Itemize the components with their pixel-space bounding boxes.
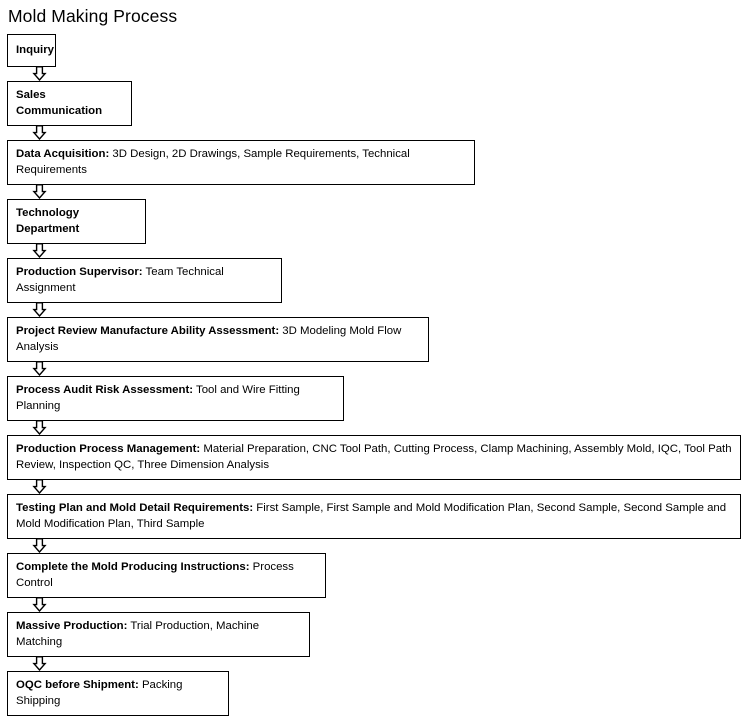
process-step-detail: 3D Modeling Mold Flow Analysis bbox=[16, 325, 402, 353]
process-step-box[interactable]: Process Audit Risk Assessment: Tool and … bbox=[7, 376, 344, 421]
process-step-detail: Material Preparation, CNC Tool Path, Cut… bbox=[16, 443, 732, 471]
process-step-text: Production Supervisor: Team Technical As… bbox=[16, 265, 274, 296]
down-block-arrow-icon bbox=[32, 420, 47, 436]
process-step-box[interactable]: Testing Plan and Mold Detail Requirement… bbox=[7, 494, 741, 539]
process-step-box[interactable]: Project Review Manufacture Ability Asses… bbox=[7, 317, 429, 362]
process-step-detail: Tool and Wire Fitting Planning bbox=[16, 384, 300, 412]
flow-connector bbox=[7, 479, 747, 495]
process-step-box[interactable]: OQC before Shipment: Packing Shipping bbox=[7, 671, 229, 716]
process-step-title: Production Supervisor: bbox=[16, 266, 143, 278]
process-step-row: Complete the Mold Producing Instructions… bbox=[7, 553, 747, 598]
flow-connector bbox=[7, 66, 747, 82]
process-step-text: OQC before Shipment: Packing Shipping bbox=[16, 678, 221, 709]
process-step-row: Testing Plan and Mold Detail Requirement… bbox=[7, 494, 747, 539]
process-step-row: Production Supervisor: Team Technical As… bbox=[7, 258, 747, 303]
process-step-row: Massive Production: Trial Production, Ma… bbox=[7, 612, 747, 657]
process-step-box[interactable]: Technology Department bbox=[7, 199, 146, 244]
process-step-title: Complete the Mold Producing Instructions… bbox=[16, 561, 250, 573]
process-step-row: Production Process Management: Material … bbox=[7, 435, 747, 480]
process-step-title: Project Review Manufacture Ability Asses… bbox=[16, 325, 280, 337]
process-step-title: OQC before Shipment: bbox=[16, 679, 139, 691]
flow-connector bbox=[7, 420, 747, 436]
flow-connector bbox=[7, 597, 747, 613]
process-step-title: Production Process Management: bbox=[16, 443, 201, 455]
down-block-arrow-icon bbox=[32, 66, 47, 82]
process-step-text: Production Process Management: Material … bbox=[16, 442, 733, 473]
process-step-detail: 3D Design, 2D Drawings, Sample Requireme… bbox=[16, 148, 410, 176]
down-block-arrow-icon bbox=[32, 184, 47, 200]
process-step-title: Technology Department bbox=[16, 207, 80, 235]
process-step-box[interactable]: Data Acquisition: 3D Design, 2D Drawings… bbox=[7, 140, 475, 185]
down-block-arrow-icon bbox=[32, 243, 47, 259]
process-step-box[interactable]: Sales Communication bbox=[7, 81, 132, 126]
process-step-text: Process Audit Risk Assessment: Tool and … bbox=[16, 383, 336, 414]
flow-connector bbox=[7, 302, 747, 318]
down-block-arrow-icon bbox=[32, 597, 47, 613]
down-block-arrow-icon bbox=[32, 656, 47, 672]
process-step-box[interactable]: Inquiry bbox=[7, 34, 56, 67]
process-step-title: Inquiry bbox=[16, 43, 54, 56]
process-step-box[interactable]: Production Supervisor: Team Technical As… bbox=[7, 258, 282, 303]
flow-connector bbox=[7, 656, 747, 672]
process-step-text: Complete the Mold Producing Instructions… bbox=[16, 560, 318, 591]
flow-connector bbox=[7, 243, 747, 259]
process-step-text: Technology Department bbox=[16, 206, 138, 237]
process-step-row: Process Audit Risk Assessment: Tool and … bbox=[7, 376, 747, 421]
process-step-title: Testing Plan and Mold Detail Requirement… bbox=[16, 502, 254, 514]
process-step-box[interactable]: Complete the Mold Producing Instructions… bbox=[7, 553, 326, 598]
down-block-arrow-icon bbox=[32, 302, 47, 318]
flow-connector bbox=[7, 125, 747, 141]
flow-connector bbox=[7, 361, 747, 377]
process-step-text: Project Review Manufacture Ability Asses… bbox=[16, 324, 421, 355]
flow-connector bbox=[7, 538, 747, 554]
process-step-row: OQC before Shipment: Packing Shipping bbox=[7, 671, 747, 716]
process-step-title: Process Audit Risk Assessment: bbox=[16, 384, 194, 396]
process-step-row: Technology Department bbox=[7, 199, 747, 244]
process-step-detail: First Sample, First Sample and Mold Modi… bbox=[16, 502, 727, 530]
process-step-text: Testing Plan and Mold Detail Requirement… bbox=[16, 501, 733, 532]
down-block-arrow-icon bbox=[32, 361, 47, 377]
down-block-arrow-icon bbox=[32, 479, 47, 495]
process-step-row: Sales Communication bbox=[7, 81, 747, 126]
process-step-title: Sales Communication bbox=[16, 89, 103, 117]
process-step-text: Massive Production: Trial Production, Ma… bbox=[16, 619, 302, 650]
process-step-text: Inquiry bbox=[16, 43, 54, 59]
process-step-row: Inquiry bbox=[7, 34, 747, 67]
page-title: Mold Making Process bbox=[8, 6, 178, 26]
process-step-row: Project Review Manufacture Ability Asses… bbox=[7, 317, 747, 362]
process-step-text: Sales Communication bbox=[16, 88, 124, 119]
down-block-arrow-icon bbox=[32, 125, 47, 141]
process-step-row: Data Acquisition: 3D Design, 2D Drawings… bbox=[7, 140, 747, 185]
process-step-text: Data Acquisition: 3D Design, 2D Drawings… bbox=[16, 147, 467, 178]
process-step-box[interactable]: Production Process Management: Material … bbox=[7, 435, 741, 480]
process-step-detail: Team Technical Assignment bbox=[16, 266, 224, 294]
process-step-box[interactable]: Massive Production: Trial Production, Ma… bbox=[7, 612, 310, 657]
down-block-arrow-icon bbox=[32, 538, 47, 554]
process-step-title: Massive Production: bbox=[16, 620, 128, 632]
flow-connector bbox=[7, 184, 747, 200]
process-step-title: Data Acquisition: bbox=[16, 148, 110, 160]
